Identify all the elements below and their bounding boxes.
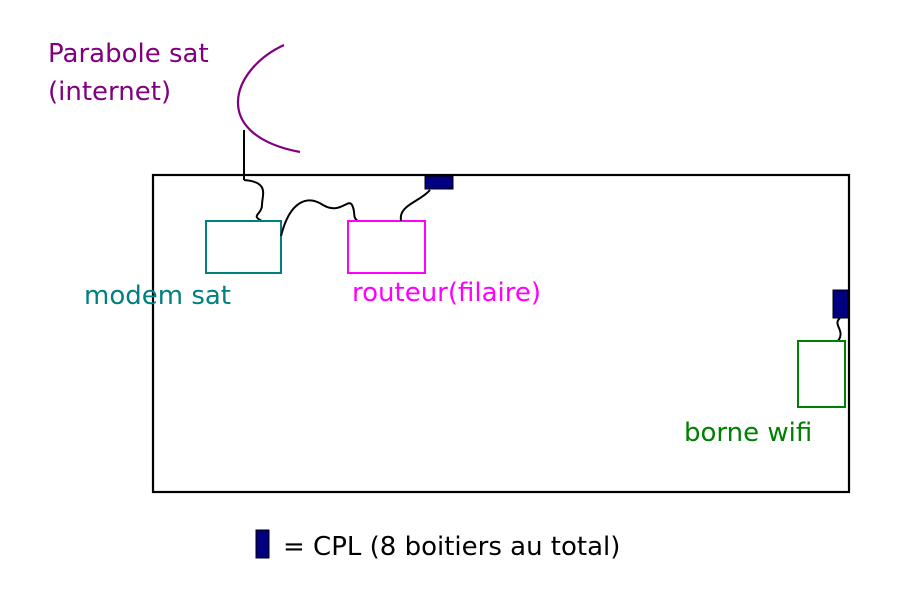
- cable-dish-modem: [243, 179, 265, 222]
- wifi-label: borne wifi: [684, 418, 812, 448]
- router-box: [347, 220, 426, 274]
- cable-modem-router: [280, 199, 359, 237]
- dish-label-line2: (internet): [48, 77, 171, 107]
- router-label: routeur(filaire): [352, 278, 541, 308]
- wifi-box: [797, 340, 846, 408]
- cpl-box-right: [832, 289, 849, 319]
- satellite-dish-icon: [237, 44, 301, 154]
- cable-cpl-wifi: [836, 317, 842, 342]
- dish-label-line1: Parabole sat: [48, 39, 209, 69]
- cpl-box-top: [424, 175, 454, 190]
- legend-cpl-swatch: [255, 529, 270, 559]
- legend-text: = CPL (8 boitiers au total): [283, 532, 620, 562]
- modem-box: [205, 220, 282, 274]
- cable-router-cpl: [399, 189, 431, 222]
- house-outline: [151, 173, 851, 494]
- modem-label: modem sat: [84, 281, 231, 311]
